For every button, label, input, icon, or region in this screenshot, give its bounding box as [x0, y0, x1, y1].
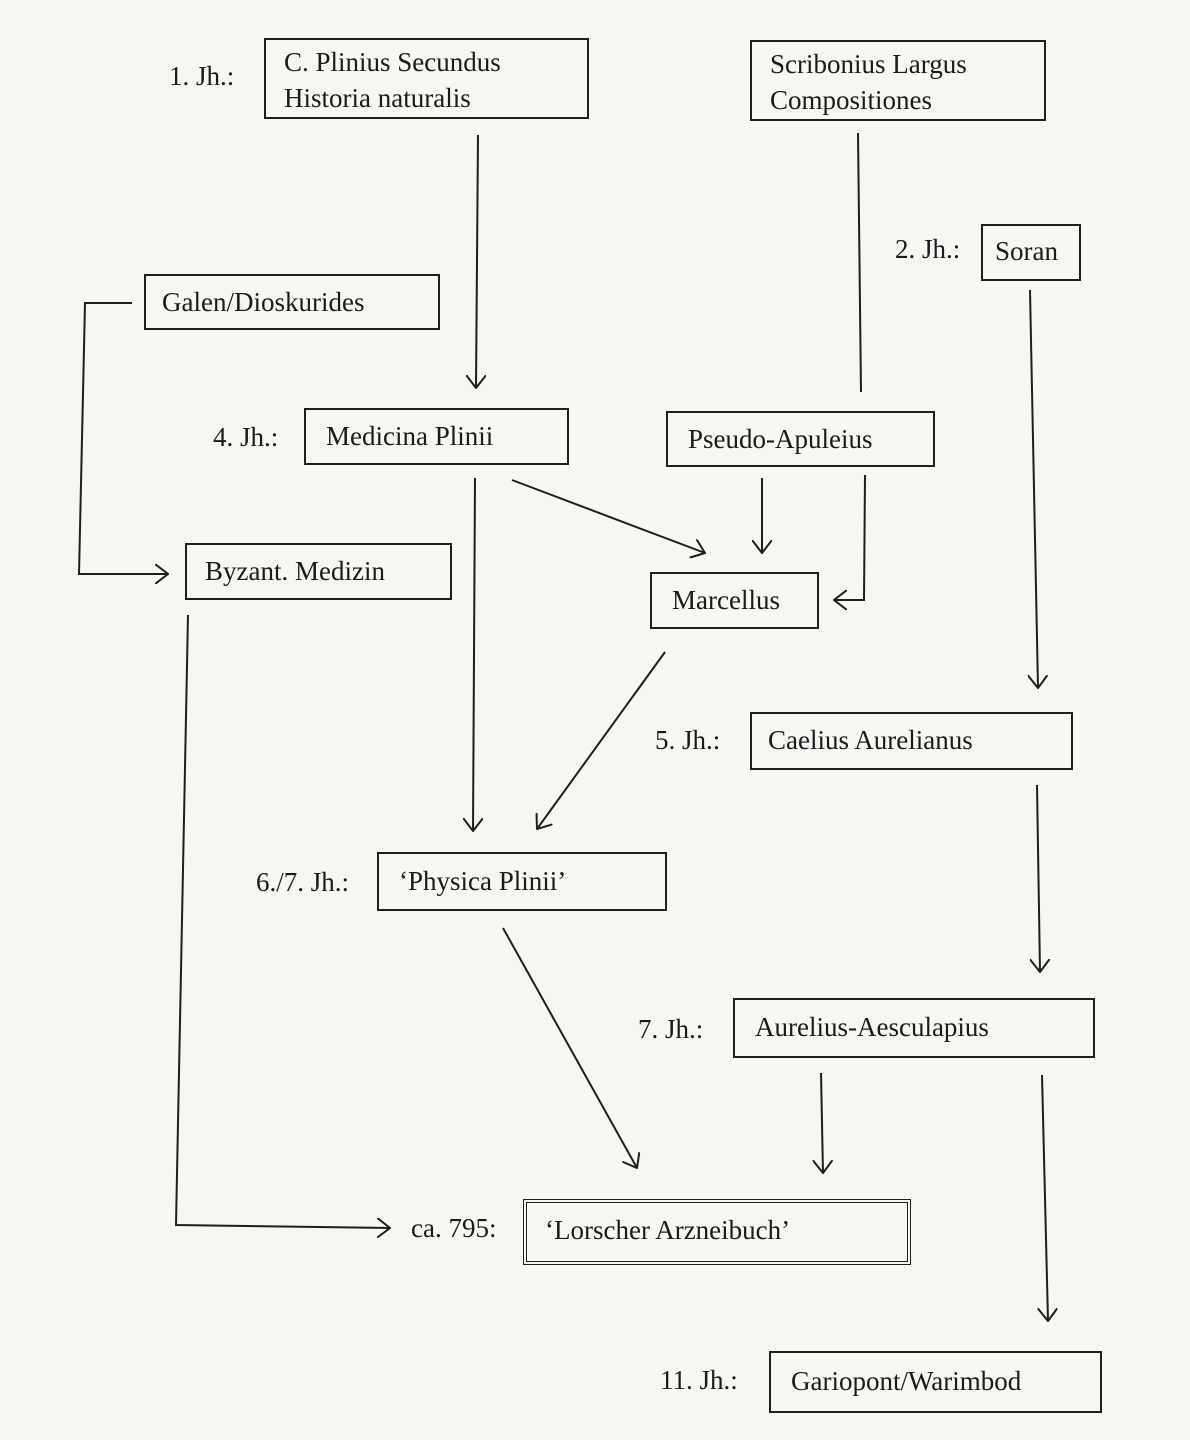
date-aurelius: 7. Jh.: [638, 1014, 704, 1044]
edge-caelius-aurelius [1037, 784, 1040, 972]
edge-marcellus-physica [537, 651, 666, 829]
node-marcellus: Marcellus [650, 572, 819, 629]
node-scribonius-line-1: Scribonius Largus [770, 49, 967, 79]
node-soran-label: Soran [995, 236, 1058, 266]
edge-scribonius-pseudo [857, 132, 862, 393]
edge-byzant-lorsch [174, 614, 390, 1228]
node-gariopont-label: Gariopont/Warimbod [791, 1366, 1022, 1396]
node-pseudo-label: Pseudo-Apuleius [688, 424, 873, 454]
node-aurelius-label: Aurelius-Aesculapius [755, 1012, 989, 1042]
node-plinius: C. Plinius Secundus Historia naturalis [264, 38, 589, 119]
edge-aurelius-lorsch [821, 1072, 823, 1173]
date-soran: 2. Jh.: [895, 234, 961, 264]
edge-soran-caelius [1030, 289, 1038, 688]
node-physica-label: ‘Physica Plinii’ [399, 866, 567, 896]
node-galen-label: Galen/Dioskurides [162, 287, 365, 317]
edge-plinius-medicina [476, 134, 478, 388]
node-scribonius: Scribonius Largus Compositiones [750, 40, 1046, 121]
node-aurelius: Aurelius-Aesculapius [733, 998, 1095, 1058]
date-caelius: 5. Jh.: [655, 725, 721, 755]
node-lorsch-label: ‘Lorscher Arzneibuch’ [545, 1215, 791, 1245]
date-gariopont: 11. Jh.: [660, 1365, 738, 1395]
node-plinius-line-2: Historia naturalis [284, 83, 471, 113]
edge-galen-byzant [77, 302, 168, 574]
node-medicina-label: Medicina Plinii [326, 421, 494, 451]
node-pseudo: Pseudo-Apuleius [666, 411, 935, 467]
node-plinius-line-1: C. Plinius Secundus [284, 47, 501, 77]
node-lorsch: ‘Lorscher Arzneibuch’ [523, 1199, 911, 1265]
node-physica: ‘Physica Plinii’ [377, 852, 667, 911]
node-soran: Soran [981, 224, 1081, 281]
edge-aurelius-gariopont [1042, 1074, 1048, 1321]
node-byzant-label: Byzant. Medizin [205, 556, 385, 586]
edge-medicina-physica [473, 477, 475, 831]
node-medicina: Medicina Plinii [304, 408, 569, 465]
node-scribonius-line-2: Compositiones [770, 85, 933, 115]
date-physica: 6./7. Jh.: [256, 867, 350, 897]
node-galen: Galen/Dioskurides [144, 274, 440, 330]
node-caelius-label: Caelius Aurelianus [768, 725, 973, 755]
node-caelius: Caelius Aurelianus [750, 712, 1073, 770]
date-lorsch: ca. 795: [411, 1213, 497, 1243]
edge-pseudo-marcellus-side [834, 474, 866, 600]
node-gariopont: Gariopont/Warimbod [769, 1351, 1102, 1413]
date-medicina: 4. Jh.: [213, 422, 279, 452]
node-marcellus-label: Marcellus [672, 585, 780, 615]
edge-physica-lorsch [502, 927, 637, 1168]
date-plinius: 1. Jh.: [169, 61, 235, 91]
node-byzant: Byzant. Medizin [185, 543, 452, 600]
edge-medicina-marcellus [511, 479, 705, 553]
